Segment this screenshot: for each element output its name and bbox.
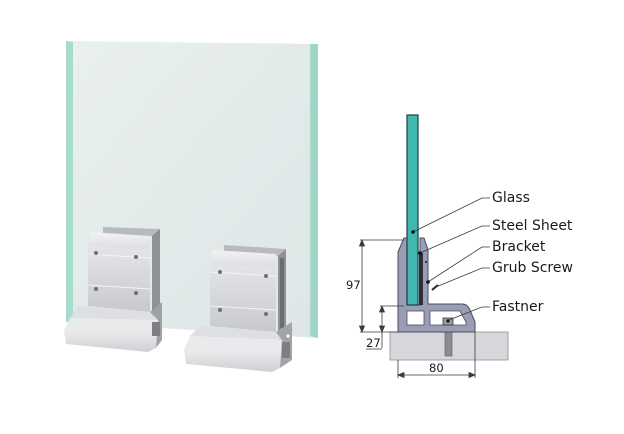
dimension-lines	[358, 238, 477, 379]
dimension-97: 97	[346, 278, 361, 292]
dimension-80: 80	[429, 361, 444, 375]
glass-edge-left	[66, 41, 73, 322]
label-steel-sheet: Steel Sheet	[492, 218, 573, 234]
label-glass: Glass	[492, 190, 530, 206]
dimension-27: 27	[366, 336, 381, 350]
glass-edge-right	[310, 44, 318, 338]
label-grub-screw: Grub Screw	[492, 260, 573, 276]
bracket-left-3d	[64, 227, 162, 352]
bracket-right-3d	[184, 245, 292, 372]
steel-sheet-section	[419, 253, 423, 305]
label-fastner: Fastner	[492, 299, 544, 315]
label-bracket: Bracket	[492, 239, 546, 255]
grub-screw-section	[431, 284, 439, 291]
glass-section	[406, 114, 419, 306]
leader-lines	[412, 197, 490, 321]
